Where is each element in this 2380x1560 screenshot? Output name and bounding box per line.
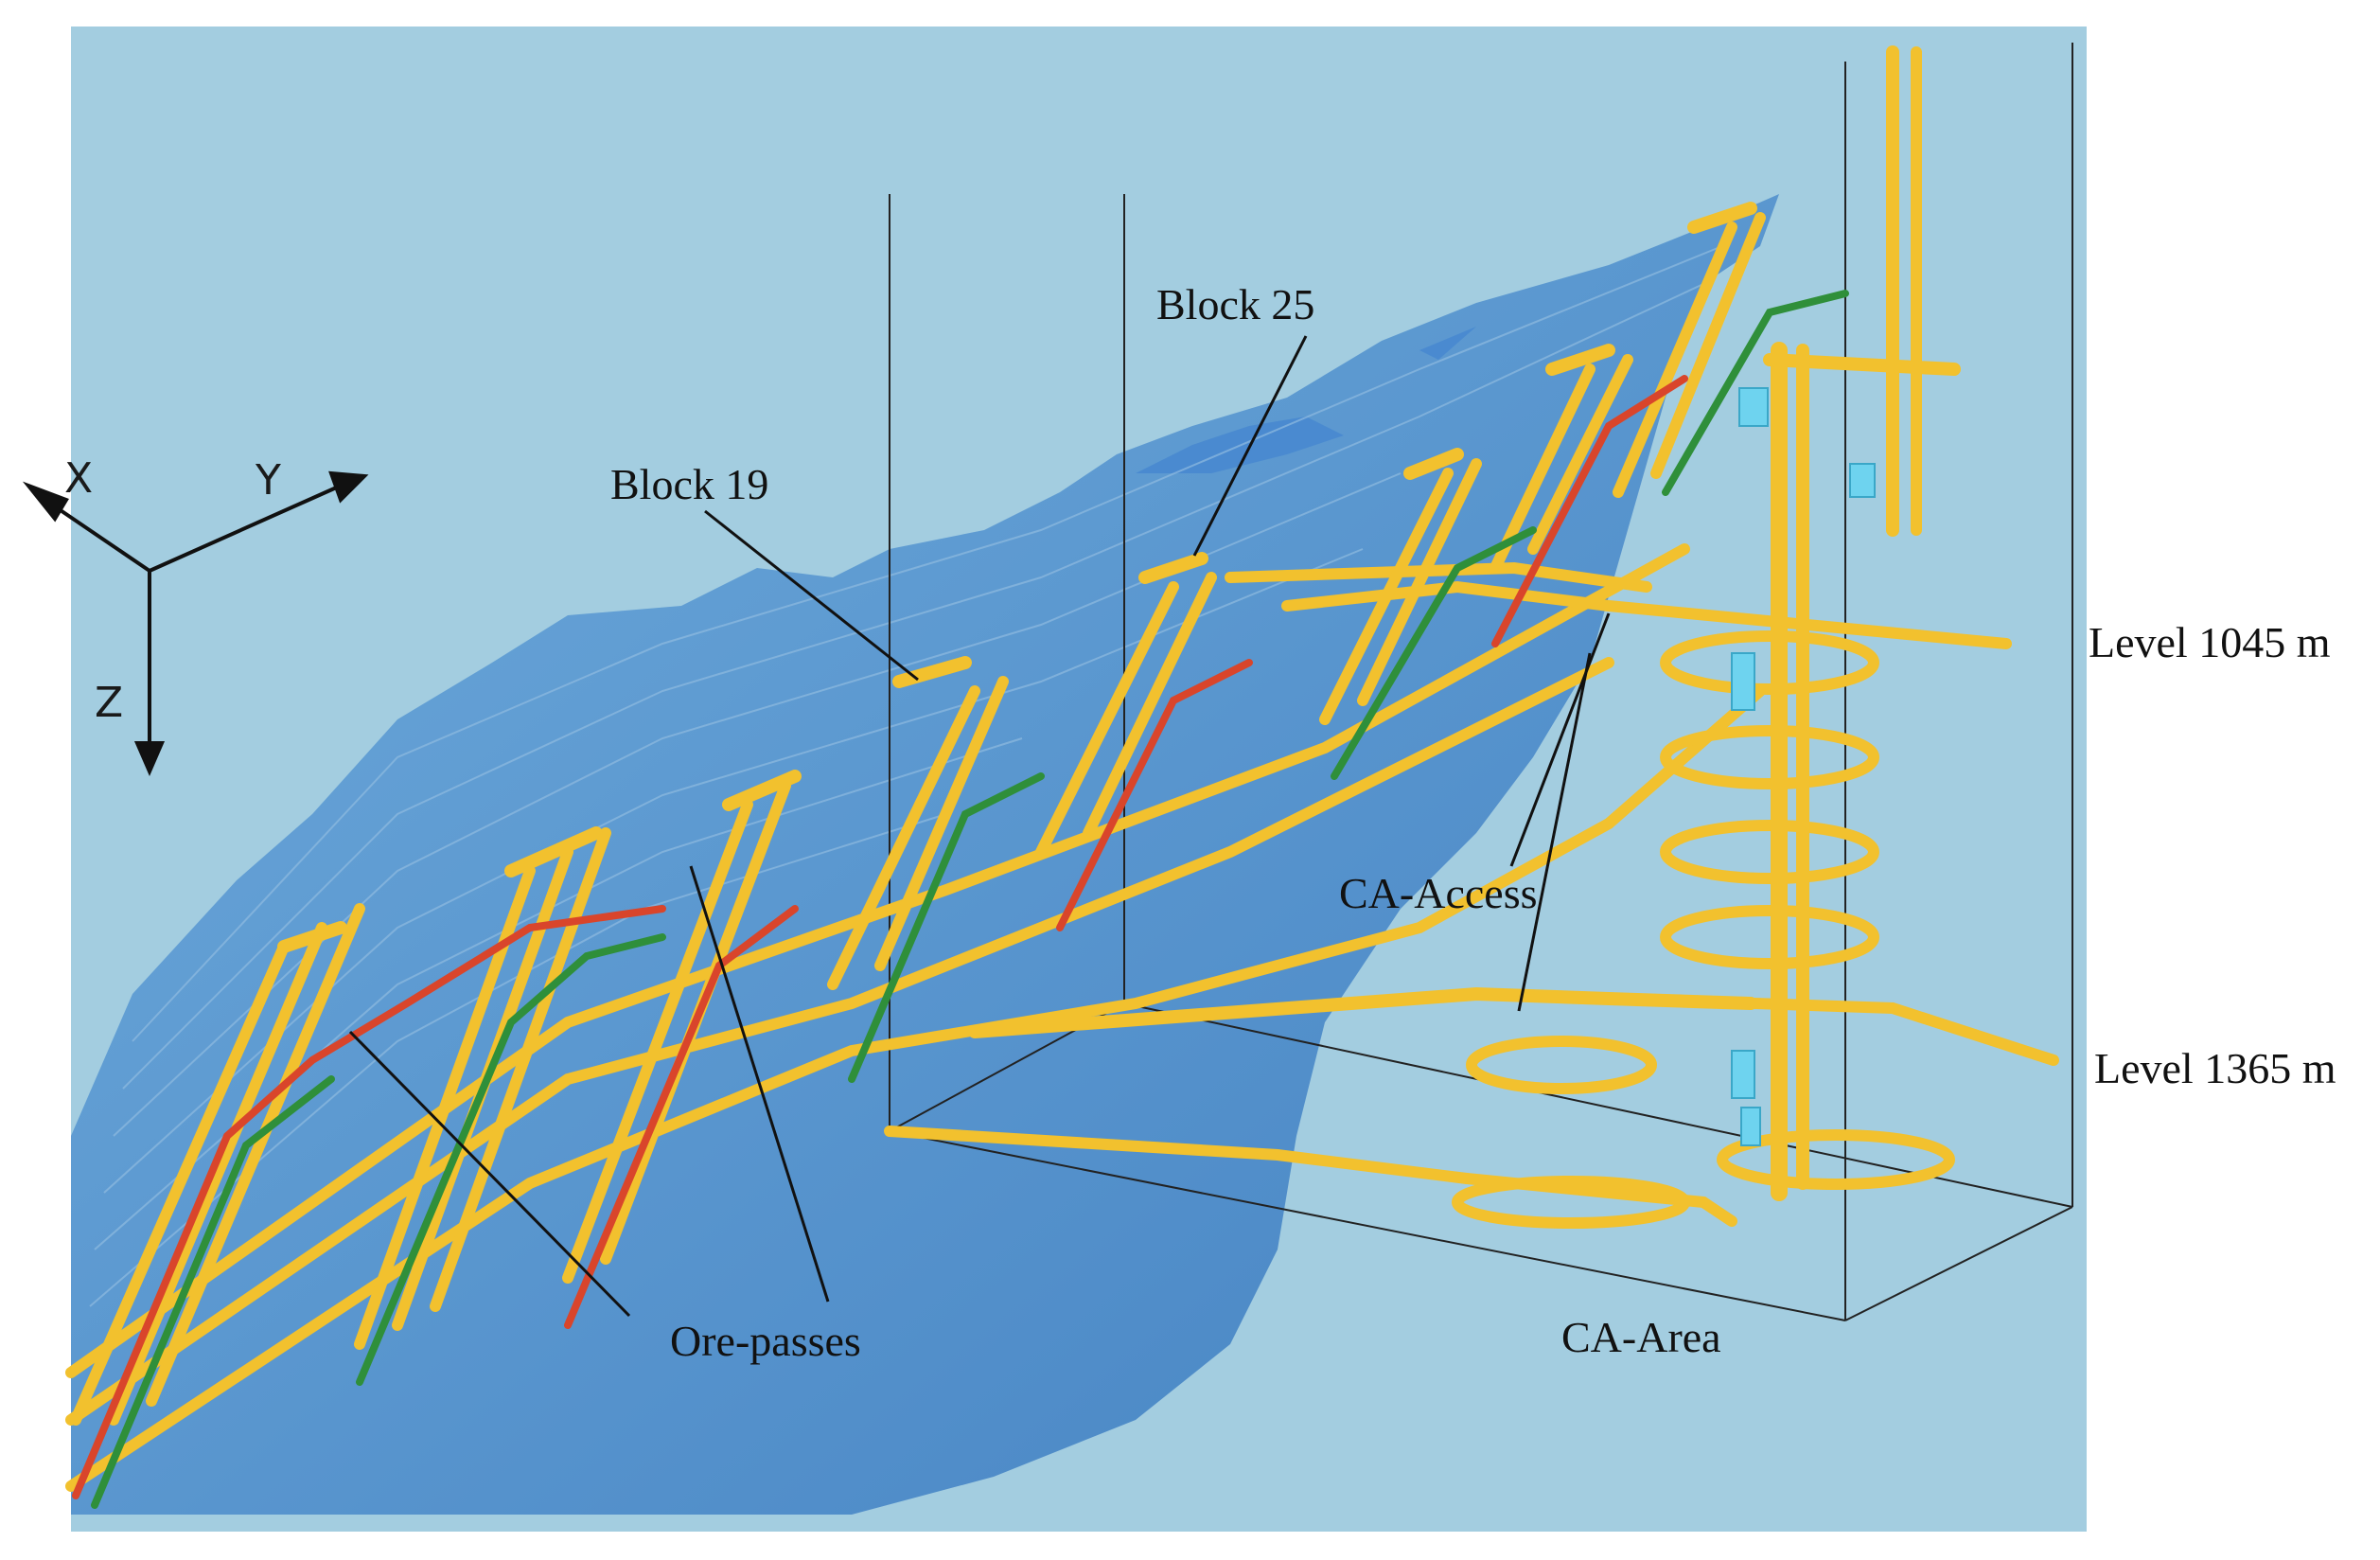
label-ore-passes: Ore-passes — [670, 1317, 861, 1365]
label-level-1365: Level 1365 m — [2094, 1044, 2336, 1092]
axis-z-label: Z — [95, 679, 123, 727]
axis-y-label: Y — [255, 456, 281, 505]
cyan-rooms — [1731, 387, 1876, 1146]
ore-pass-markers — [72, 290, 1849, 1509]
axes-triad — [22, 470, 369, 777]
label-level-1045: Level 1045 m — [2089, 618, 2331, 666]
ca-area-box — [889, 43, 2073, 1321]
axis-x-label: X — [64, 454, 93, 503]
label-block-19: Block 19 — [610, 460, 768, 508]
label-ca-access: CA-Access — [1339, 869, 1538, 917]
tunnel-network — [65, 45, 2059, 1492]
label-ca-area: CA-Area — [1561, 1313, 1721, 1361]
label-block-25: Block 25 — [1156, 280, 1314, 328]
leader-lines — [348, 335, 1611, 1318]
